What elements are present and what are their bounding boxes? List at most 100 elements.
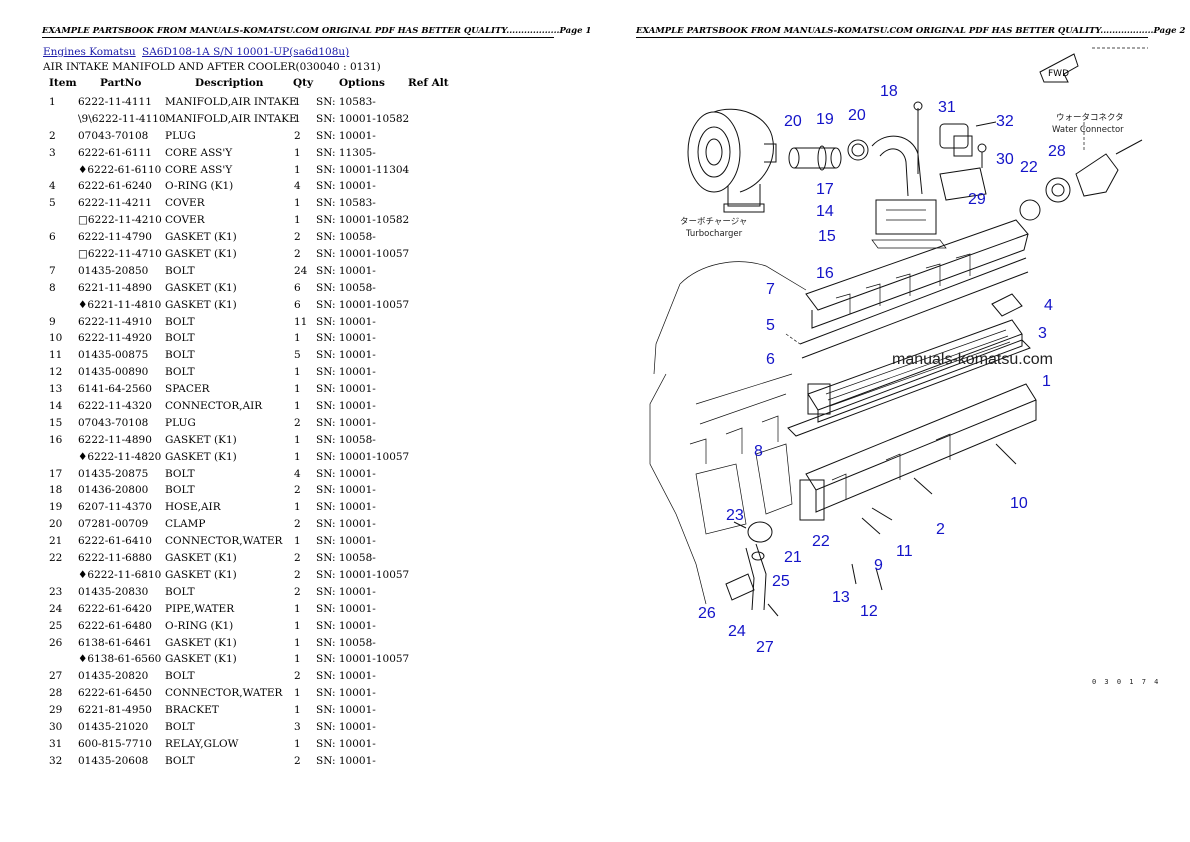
cell-description: BRACKET: [165, 704, 219, 717]
cell-qty: 1: [294, 535, 301, 548]
callout-11: 11: [896, 543, 913, 560]
cell-item: 26: [49, 636, 63, 649]
cell-item: 21: [49, 535, 63, 548]
cell-item: 11: [49, 349, 63, 362]
callout-6: 6: [766, 351, 775, 368]
callout-7: 7: [766, 281, 775, 298]
fwd-arrow-icon: FWD: [1039, 53, 1079, 83]
callout-12: 12: [860, 603, 878, 620]
fwd-label: FWD: [1048, 69, 1069, 79]
cell-qty: 2: [294, 231, 301, 244]
breadcrumb-link-engines[interactable]: Engines Komatsu: [43, 46, 136, 58]
exploded-parts-diagram: FWD ターボチャージャ Turbocharger: [649, 47, 1158, 686]
col-header-refalt: Ref Alt: [408, 77, 449, 89]
cell-options: SN: 10001-: [316, 180, 376, 193]
cell-partno: 6222-11-4920: [78, 332, 152, 345]
cell-description: BOLT: [165, 670, 195, 683]
cell-description: O-RING (K1): [165, 180, 234, 193]
aftercooler-core-drawing: [807, 293, 1023, 423]
cell-item: 25: [49, 619, 63, 632]
cell-qty: 1: [294, 146, 301, 159]
cell-description: SPACER: [165, 383, 210, 396]
callout-28: 28: [1048, 143, 1066, 160]
callout-27: 27: [756, 639, 774, 656]
callout-9: 9: [874, 557, 883, 574]
breadcrumb-link-model[interactable]: SA6D108-1A S/N 10001-UP(sa6d108u): [142, 46, 350, 58]
cell-partno: 6141-64-2560: [78, 383, 152, 396]
cell-partno: □6222-11-4210: [78, 214, 162, 227]
water-connector-label: Water Connector: [1052, 125, 1124, 135]
cell-partno: 6138-61-6461: [78, 636, 152, 649]
cell-partno: 01435-21020: [78, 720, 149, 733]
cell-qty: 2: [294, 416, 301, 429]
cell-qty: 1: [294, 332, 301, 345]
cell-description: BOLT: [165, 754, 195, 767]
cell-description: GASKET (K1): [165, 231, 237, 244]
cell-options: SN: 10001-: [316, 535, 376, 548]
cell-partno: 6222-61-6410: [78, 535, 152, 548]
cell-description: BOLT: [165, 720, 195, 733]
cell-options: SN: 10001-: [316, 383, 376, 396]
cell-description: BOLT: [165, 585, 195, 598]
page-header-1: EXAMPLE PARTSBOOK FROM MANUALS-KOMATSU.C…: [42, 26, 592, 38]
callout-17: 17: [816, 181, 834, 198]
cell-qty: 1: [294, 602, 301, 615]
cell-qty: 11: [294, 315, 308, 328]
cell-qty: 2: [294, 552, 301, 565]
cell-description: GASKET (K1): [165, 298, 237, 311]
cell-qty: 1: [294, 163, 301, 176]
cell-options: SN: 10001-: [316, 264, 376, 277]
cell-partno: 01435-00890: [78, 366, 149, 379]
callout-5: 5: [766, 317, 775, 334]
cell-options: SN: 10001-: [316, 129, 376, 142]
cell-options: SN: 11305-: [316, 146, 376, 159]
cell-qty: 2: [294, 568, 301, 581]
cell-item: 1: [49, 96, 56, 108]
col-header-description: Description: [195, 77, 264, 89]
cell-item: 5: [49, 197, 56, 210]
callout-26: 26: [698, 605, 716, 622]
col-header-partno: PartNo: [100, 77, 142, 89]
turbocharger-drawing: [687, 108, 777, 213]
cell-options: SN: 10058-: [316, 636, 376, 649]
cell-qty: 2: [294, 248, 301, 261]
callout-29: 29: [968, 191, 986, 208]
callout-20: 20: [784, 113, 802, 130]
water-connector-label-jp: ウォータコネクタ: [1056, 113, 1124, 123]
cell-description: GASKET (K1): [165, 636, 237, 649]
cell-options: SN: 10001-11304: [316, 163, 410, 176]
cell-options: SN: 10001-: [316, 416, 376, 429]
cell-options: SN: 10058-: [316, 231, 376, 244]
cell-description: GASKET (K1): [165, 433, 237, 446]
cell-qty: 2: [294, 129, 301, 142]
cell-options: SN: 10001-10057: [316, 568, 410, 581]
cell-partno: 01435-20875: [78, 467, 149, 480]
cell-partno: 6207-11-4370: [78, 501, 152, 514]
water-pipe-drawing: [725, 521, 779, 617]
cell-partno: 01435-20608: [78, 754, 149, 767]
cell-description: PIPE,WATER: [165, 602, 235, 615]
cell-item: 12: [49, 366, 63, 379]
cell-options: SN: 10001-10582: [316, 112, 410, 125]
cell-partno: 07281-00709: [78, 518, 149, 531]
page-header-2: EXAMPLE PARTSBOOK FROM MANUALS-KOMATSU.C…: [636, 26, 1186, 38]
cell-description: MANIFOLD,AIR INTAKE: [165, 96, 297, 108]
cell-partno: 01435-00875: [78, 349, 149, 362]
cell-partno: 600-815-7710: [78, 737, 152, 750]
cell-description: GASKET (K1): [165, 653, 237, 666]
cell-partno: □6222-11-4710: [78, 248, 162, 261]
cell-partno: ♦6138-61-6560: [78, 653, 162, 666]
cell-partno: 6222-61-6240: [78, 180, 152, 193]
cell-options: SN: 10001-10057: [316, 298, 410, 311]
